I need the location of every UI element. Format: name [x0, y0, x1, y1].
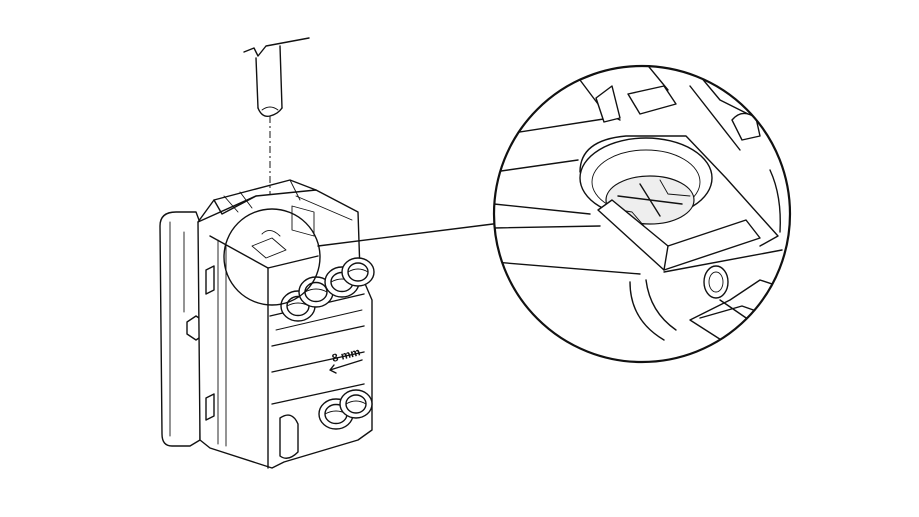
detail-source-circle [223, 208, 321, 306]
strip-length-arrow [329, 359, 363, 374]
lower-cable-entries [318, 389, 373, 430]
detail-magnified-view [492, 64, 792, 364]
cable-entry [341, 257, 375, 287]
upper-cable-entries [280, 257, 375, 322]
screwdriver [243, 37, 310, 118]
screw-head [605, 175, 695, 227]
detail-side-hole [703, 265, 729, 299]
cable-entry [339, 389, 373, 419]
socket-module [159, 179, 373, 469]
detail-magnified-circle [492, 64, 792, 364]
detail-leader-line [317, 223, 494, 247]
